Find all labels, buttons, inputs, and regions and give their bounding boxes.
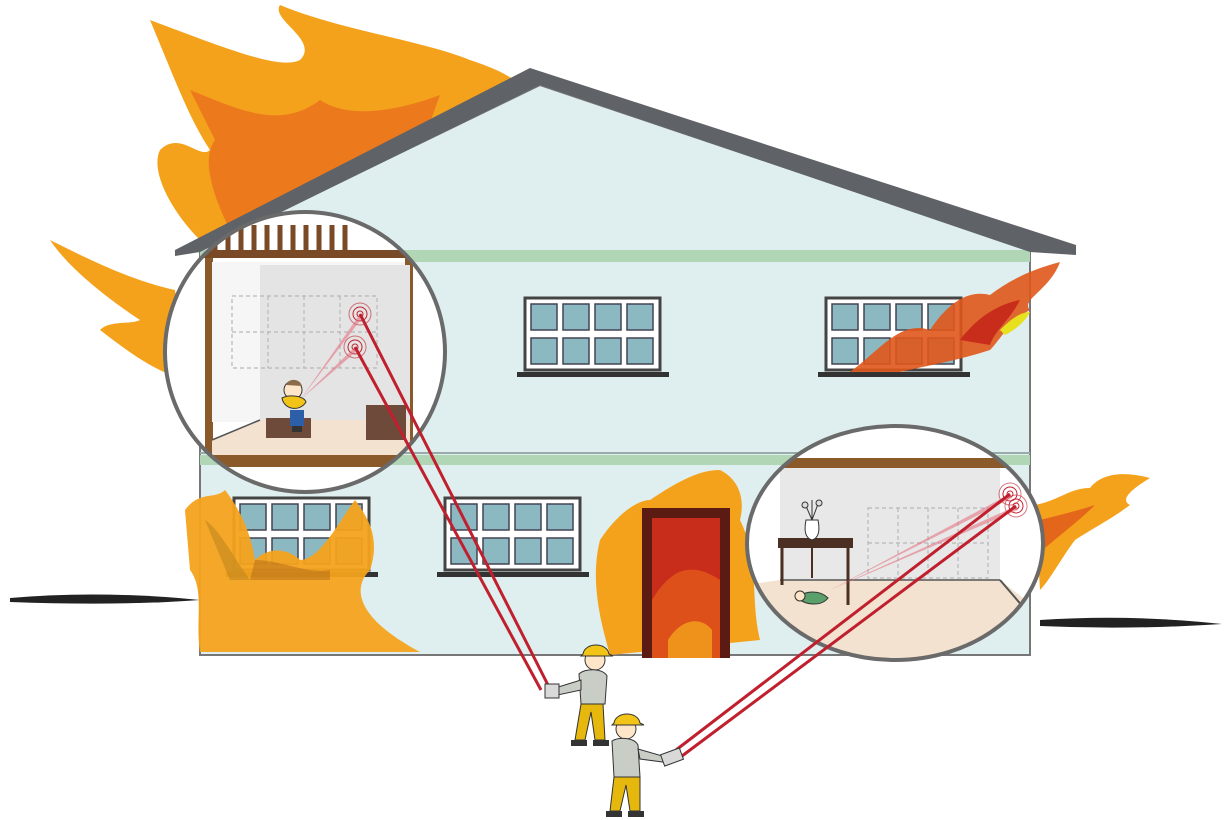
ground-shadow [10,594,1222,628]
firefighter-icon [544,644,614,746]
laser-beam-icon [353,313,1017,758]
firefighter-icon [606,713,685,817]
roof [175,68,1076,256]
middle-trim [200,455,1030,465]
magnifier-inset-icon [163,210,447,494]
door-icon [595,470,760,658]
victim-icon [281,379,307,432]
fire-icon [50,5,520,380]
window-icon [517,296,669,377]
fire-icon [185,490,420,652]
window-icon [437,496,589,577]
vase-icon [801,499,823,541]
fire-icon [1035,474,1150,590]
table-icon [778,538,853,605]
fire-icon [850,262,1060,372]
magnifier-inset-icon [745,424,1045,662]
victim-icon [794,590,829,605]
